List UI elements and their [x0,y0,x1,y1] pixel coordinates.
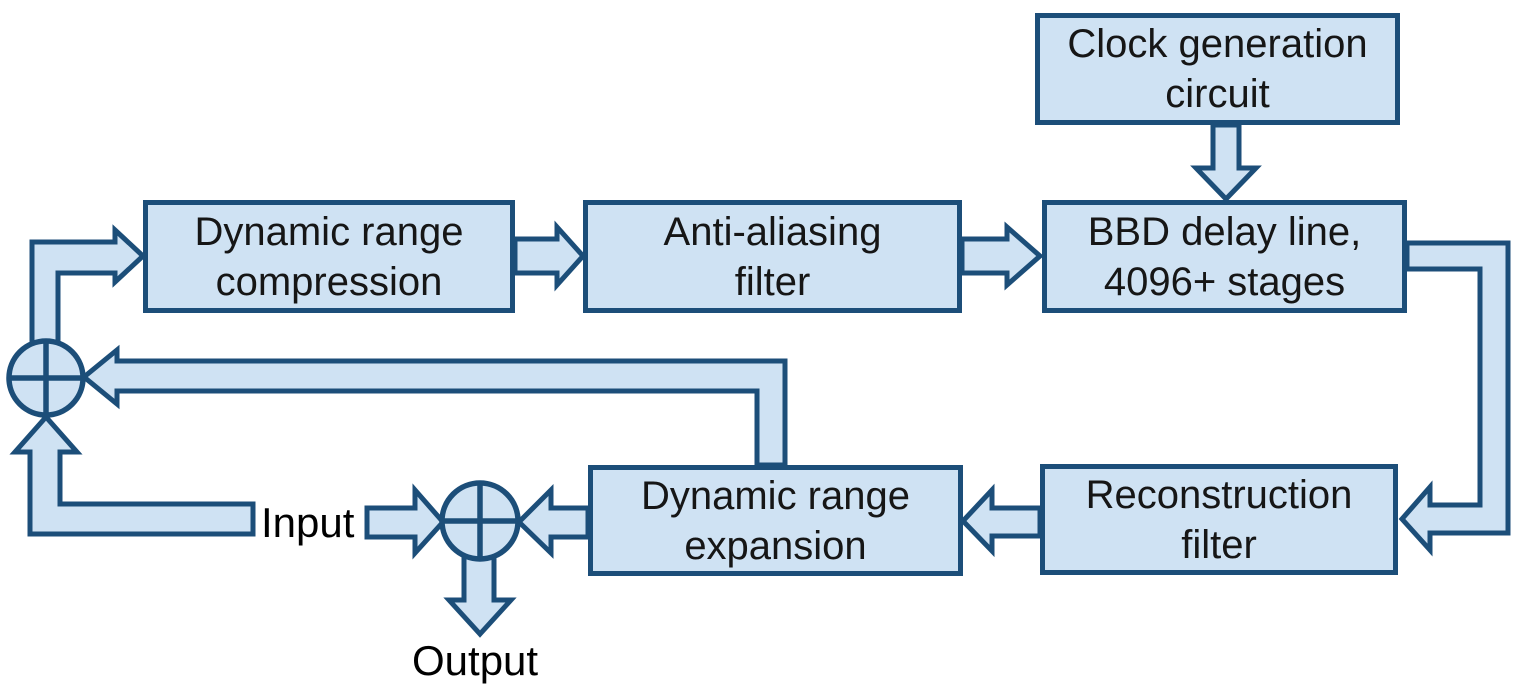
box-clock-generation: Clock generation circuit [1035,13,1400,125]
output-sum-plus-icon [442,483,518,559]
box-dynamic-range-expansion-line2: expansion [684,523,867,568]
pipe-expansion-to-feedback-sum [80,344,788,468]
output-sum-junction [439,480,521,562]
box-dynamic-range-compression-line2: compression [215,259,443,304]
box-clock-generation-line2: circuit [1165,72,1270,116]
feedback-sum-plus-icon [9,341,83,415]
arrow-compression-to-antialiasing [512,220,587,292]
pipe-input-to-feedback-sum [9,413,256,537]
box-clock-generation-line1: Clock generation [1067,22,1368,66]
box-bbd-delay-line: BBD delay line, 4096+ stages [1042,200,1407,313]
box-anti-aliasing-filter-line2: filter [734,259,811,304]
box-reconstruction-filter: Reconstruction filter [1040,464,1398,575]
box-anti-aliasing-filter-line1: Anti-aliasing [663,209,882,254]
pipe-bbd-to-reconstruction [1398,240,1511,557]
feedback-sum-junction [6,338,86,418]
arrow-feedback-sum-to-compression [29,224,147,355]
arrow-reconstruction-to-expansion [959,483,1043,558]
arrow-clock-to-bbd [1190,122,1262,203]
box-anti-aliasing-filter: Anti-aliasing filter [583,200,962,313]
arrow-output-sum-to-output [443,547,517,638]
box-dynamic-range-expansion-line1: Dynamic range [640,473,910,518]
arrow-expansion-to-output-sum [515,483,591,559]
box-reconstruction-filter-line1: Reconstruction [1085,472,1353,517]
arrow-input-to-output-sum [364,483,447,560]
input-label: Input [261,499,355,546]
box-reconstruction-filter-line2: filter [1181,522,1257,567]
box-bbd-delay-line-line2: 4096+ stages [1103,259,1346,304]
arrow-antialiasing-to-bbd [959,221,1044,291]
box-dynamic-range-expansion: Dynamic range expansion [588,465,963,576]
output-label: Output [412,637,539,684]
box-dynamic-range-compression-line1: Dynamic range [194,209,464,254]
box-bbd-delay-line-line1: BBD delay line, [1087,209,1362,254]
box-dynamic-range-compression: Dynamic range compression [143,200,515,313]
